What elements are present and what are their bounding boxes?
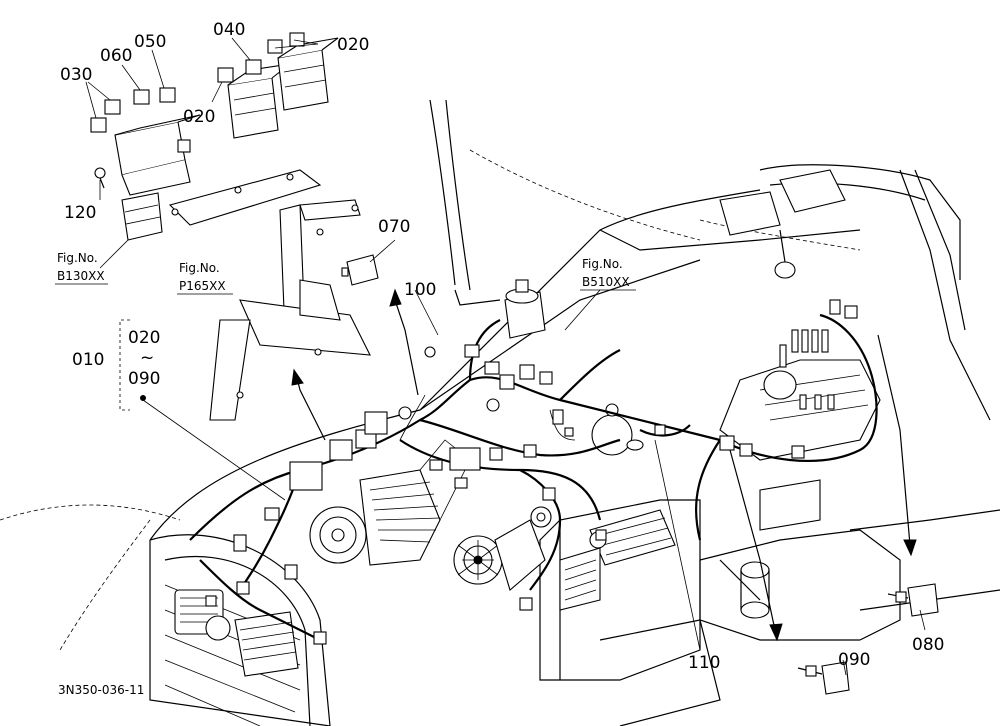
relay-030-b (104, 99, 121, 115)
figref-p165-code: P165XX (179, 279, 226, 293)
figref-b130-code: B130XX (57, 269, 105, 283)
light-lens (205, 615, 231, 641)
engine (309, 169, 881, 619)
label-030: 030 (60, 65, 92, 85)
label-120: 120 (64, 203, 96, 223)
figure-references: Fig.No. B130XX Fig.No. P165XX Fig.No. B5… (55, 251, 636, 295)
label-080: 080 (912, 635, 944, 655)
label-070: 070 (378, 217, 410, 237)
relay-box-tall-1 (227, 77, 279, 139)
mounting-bracket (168, 169, 371, 421)
figref-b510-code: B510XX (582, 275, 630, 289)
label-range-end: 090 (128, 369, 160, 389)
label-050: 050 (134, 32, 166, 52)
harness-connectors (205, 299, 858, 645)
isolated-connectors (797, 583, 939, 695)
label-020-top: 020 (337, 35, 369, 55)
relay-070 (346, 254, 379, 286)
label-range-tilde: ~ (140, 348, 154, 368)
relay-box-tall-2 (277, 49, 329, 111)
bolt-120 (94, 167, 106, 179)
relay-base (719, 359, 881, 461)
label-040: 040 (213, 20, 245, 40)
label-020-mid: 020 (183, 107, 215, 127)
relay-020-c (289, 32, 305, 47)
connector-080 (907, 583, 939, 617)
label-range-start: 020 (128, 328, 160, 348)
connector (289, 461, 323, 491)
relay-020-b (267, 39, 283, 54)
label-010: 010 (72, 350, 104, 370)
relay-030-a (90, 117, 107, 133)
figref-b510-label: Fig.No. (582, 257, 623, 271)
connector-090 (821, 661, 850, 695)
relay-block (449, 447, 481, 471)
figref-p165-label: Fig.No. (179, 261, 220, 275)
figref-b130-label: Fig.No. (57, 251, 98, 265)
right-headlight (234, 611, 299, 677)
relay-050 (159, 87, 176, 103)
label-100: 100 (404, 280, 436, 300)
sensor-plate (591, 414, 633, 456)
fuse-holder (121, 192, 163, 241)
relay-060 (133, 89, 150, 105)
label-090: 090 (838, 650, 870, 670)
relay-040 (245, 59, 262, 75)
drawing-code: 3N350-036-11 (58, 683, 144, 697)
leader-lines (85, 37, 926, 676)
label-060: 060 (100, 46, 132, 66)
wiring-harness (189, 313, 878, 641)
label-110: 110 (688, 653, 720, 673)
relay-020-a (217, 67, 234, 83)
fuse-cluster (779, 329, 835, 410)
part-labels: 030 060 050 040 020 020 120 070 100 010 … (60, 20, 944, 673)
relay-set (90, 32, 379, 286)
range-bracket (119, 319, 130, 411)
